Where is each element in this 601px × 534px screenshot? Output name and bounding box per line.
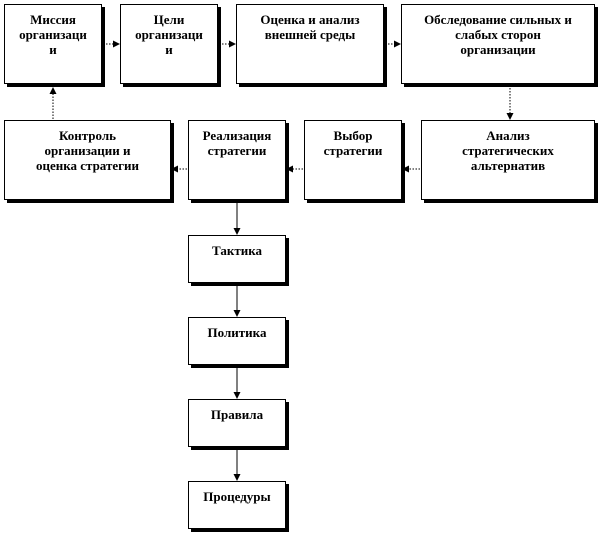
box-strengths-weaknesses: Обследование сильных и слабых сторон орг…: [401, 4, 595, 84]
box-strategy-implementation: Реализация стратегии: [188, 120, 286, 200]
box-tactics: Тактика: [188, 235, 286, 283]
box-rules: Правила: [188, 399, 286, 447]
box-strategic-alternatives: Анализ стратегических альтернатив: [421, 120, 595, 200]
box-control-evaluation: Контроль организации и оценка стратегии: [4, 120, 171, 200]
box-strategy-choice: Выбор стратегии: [304, 120, 402, 200]
box-procedures: Процедуры: [188, 481, 286, 529]
box-policy: Политика: [188, 317, 286, 365]
box-goals: Цели организаци и: [120, 4, 218, 84]
box-external-analysis: Оценка и анализ внешней среды: [236, 4, 384, 84]
box-mission: Миссия организаци и: [4, 4, 102, 84]
